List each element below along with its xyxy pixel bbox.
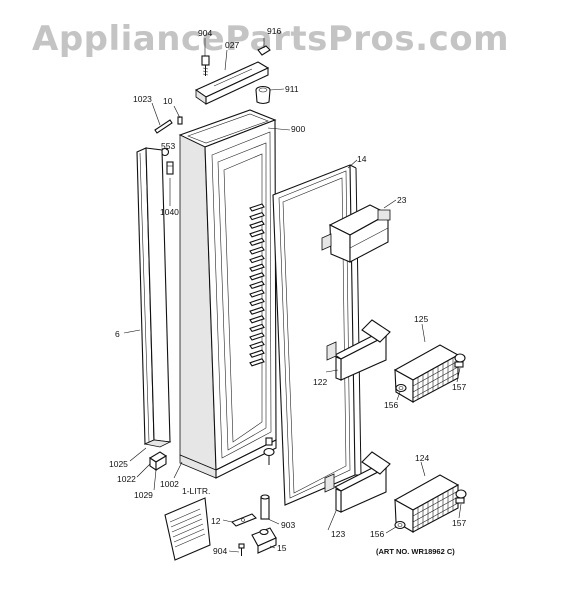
leader-lines (123, 38, 462, 553)
label-6: 6 (115, 329, 120, 339)
label-1040: 1040 (160, 207, 179, 217)
shelf-tab (249, 306, 265, 315)
label-916: 916 (267, 26, 281, 36)
shelf-tab (249, 289, 265, 298)
label-156-lower: 156 (370, 529, 384, 539)
door-shelf-tabs (249, 203, 265, 367)
label-1023: 1023 (133, 94, 152, 104)
nut-156-upper (395, 383, 407, 393)
label-553: 553 (161, 141, 175, 151)
label-12: 12 (211, 516, 221, 526)
label-1-litr: 1-LITR. (182, 486, 210, 496)
shelf-tab (249, 332, 265, 341)
label-027: 027 (225, 40, 239, 50)
shelf-tab (249, 246, 265, 255)
screw-904-bottom (238, 543, 245, 556)
pin-903 (260, 494, 270, 520)
shelf-tab (249, 323, 265, 333)
shelf-tab (249, 315, 265, 324)
watermark: AppliancePartsPros.com (32, 19, 509, 59)
shelf-tab (249, 203, 265, 212)
basket-wire (412, 490, 459, 517)
shelf-tab (249, 211, 265, 221)
hinge-15 (251, 527, 277, 554)
door-outer-900 (178, 109, 277, 479)
hinge-bracket-1022 (148, 451, 168, 472)
shelf-tab (249, 349, 265, 358)
label-157-upper: 157 (452, 382, 466, 392)
label-10: 10 (163, 96, 173, 106)
basket-wire (412, 372, 459, 399)
label-14: 14 (357, 154, 367, 164)
label-904-bottom: 904 (213, 546, 227, 556)
label-23: 23 (397, 195, 407, 205)
bushing-10 (177, 116, 183, 125)
label-123: 123 (331, 529, 345, 539)
nut-156-lower (394, 520, 406, 530)
trim-027 (194, 61, 270, 105)
label-1029: 1029 (134, 490, 153, 500)
label-903: 903 (281, 520, 295, 530)
screw-157-upper (454, 353, 466, 368)
label-1002: 1002 (160, 479, 179, 489)
label-1022: 1022 (117, 474, 136, 484)
basket-wire (412, 360, 459, 387)
shelf-tab (249, 237, 265, 247)
part-labels: 904 027 916 911 1023 10 900 553 14 1040 … (109, 26, 466, 556)
gasket-strip-6 (136, 147, 172, 448)
shelf-tab (249, 297, 265, 307)
bin-23 (321, 204, 391, 263)
shelf-tab (249, 229, 265, 238)
bin-123 (324, 451, 391, 513)
cap-911 (255, 85, 271, 105)
shelf-tab (249, 220, 265, 229)
hinge-pin-1023 (154, 119, 173, 134)
shelf-tab (249, 280, 265, 290)
label-156-upper: 156 (384, 400, 398, 410)
clip-916 (257, 45, 271, 56)
plug-1040 (166, 161, 174, 175)
screw-157-lower (455, 489, 467, 504)
label-122: 122 (313, 377, 327, 387)
label-15: 15 (277, 543, 287, 553)
shelf-tab (249, 254, 265, 264)
label-904-top: 904 (198, 28, 212, 38)
shelf-tab (249, 340, 265, 350)
label-911: 911 (285, 84, 299, 94)
door-stop-screw (263, 437, 275, 465)
clip-12 (231, 513, 257, 527)
label-125: 125 (414, 314, 428, 324)
wire-basket-125 (393, 344, 460, 403)
basket-wire (412, 366, 459, 393)
shelf-tab (249, 272, 265, 281)
label-157-lower: 157 (452, 518, 466, 528)
label-1025: 1025 (109, 459, 128, 469)
art-number: (ART NO. WR18962 C) (376, 547, 455, 556)
basket-wire (412, 502, 459, 529)
shelf-tab (249, 263, 265, 272)
basket-wire (412, 496, 459, 523)
screw-904-top (201, 55, 210, 76)
literature-1-litr (164, 497, 211, 561)
label-900: 900 (291, 124, 305, 134)
bin-122 (326, 319, 391, 381)
shelf-tab (249, 358, 265, 367)
label-124: 124 (415, 453, 429, 463)
